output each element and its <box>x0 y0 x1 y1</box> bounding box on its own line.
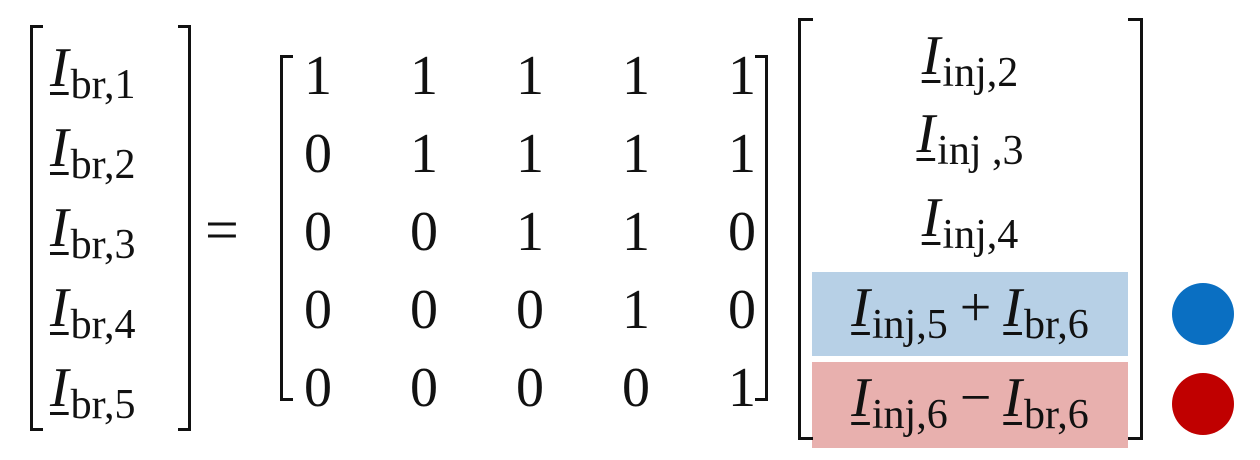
lhs-entry: Ibr,1 <box>50 37 136 108</box>
matrix-cell: 0 <box>410 357 438 419</box>
matrix-cell: 1 <box>410 123 438 185</box>
rhs-left-bracket <box>798 18 813 440</box>
matrix-cell: 1 <box>622 201 650 263</box>
equals-sign: = <box>205 197 239 263</box>
lhs-entry: Ibr,3 <box>50 197 136 268</box>
matrix-cell: 1 <box>622 279 650 341</box>
matrix-cell: 1 <box>410 45 438 107</box>
matrix-cell: 1 <box>622 123 650 185</box>
matrix-cell: 1 <box>622 45 650 107</box>
matrix-cell: 0 <box>728 279 756 341</box>
matrix-cell: 0 <box>622 357 650 419</box>
rhs-row: Iinj,6−Ibr,6 <box>812 370 1128 440</box>
rhs-entry: Iinj,2 <box>921 25 1019 96</box>
matrix-cell: 0 <box>304 279 332 341</box>
lhs-left-bracket <box>30 25 43 431</box>
matrix-cell: 1 <box>516 123 544 185</box>
rhs-row: Iinj,4 <box>812 190 1128 260</box>
matrix-cell: 0 <box>516 357 544 419</box>
matrix-cell: 0 <box>410 279 438 341</box>
rhs-entry-difference: Iinj,6−Ibr,6 <box>851 367 1089 438</box>
matrix-cell: 0 <box>304 357 332 419</box>
matrix-left-bracket <box>280 55 293 401</box>
matrix-cell: 1 <box>728 45 756 107</box>
rhs-row: Iinj,5+Ibr,6 <box>812 280 1128 350</box>
rhs-row: Iinj,2 <box>812 28 1128 98</box>
matrix-cell: 1 <box>516 45 544 107</box>
rhs-row: Iinj ,3 <box>812 106 1128 176</box>
red-dot-marker <box>1172 373 1234 435</box>
highlight-blue <box>812 272 1128 356</box>
matrix-cell: 1 <box>516 201 544 263</box>
lhs-entry: Ibr,4 <box>50 277 136 348</box>
blue-dot-marker <box>1172 283 1234 345</box>
rhs-entry-sum: Iinj,5+Ibr,6 <box>851 277 1089 348</box>
lhs-right-bracket <box>178 25 191 431</box>
lhs-entry: Ibr,5 <box>50 357 136 428</box>
matrix-cell: 0 <box>410 201 438 263</box>
lhs-entry: Ibr,2 <box>50 117 136 188</box>
rhs-entry: Iinj,4 <box>921 187 1019 258</box>
matrix-cell: 0 <box>728 201 756 263</box>
rhs-right-bracket <box>1128 18 1143 440</box>
matrix-right-bracket <box>755 55 768 401</box>
matrix-cell: 1 <box>728 357 756 419</box>
matrix-cell: 1 <box>304 45 332 107</box>
highlight-red <box>812 362 1128 448</box>
matrix-cell: 0 <box>304 123 332 185</box>
rhs-entry: Iinj ,3 <box>916 103 1024 174</box>
matrix-cell: 0 <box>304 201 332 263</box>
matrix-cell: 1 <box>728 123 756 185</box>
matrix-cell: 0 <box>516 279 544 341</box>
